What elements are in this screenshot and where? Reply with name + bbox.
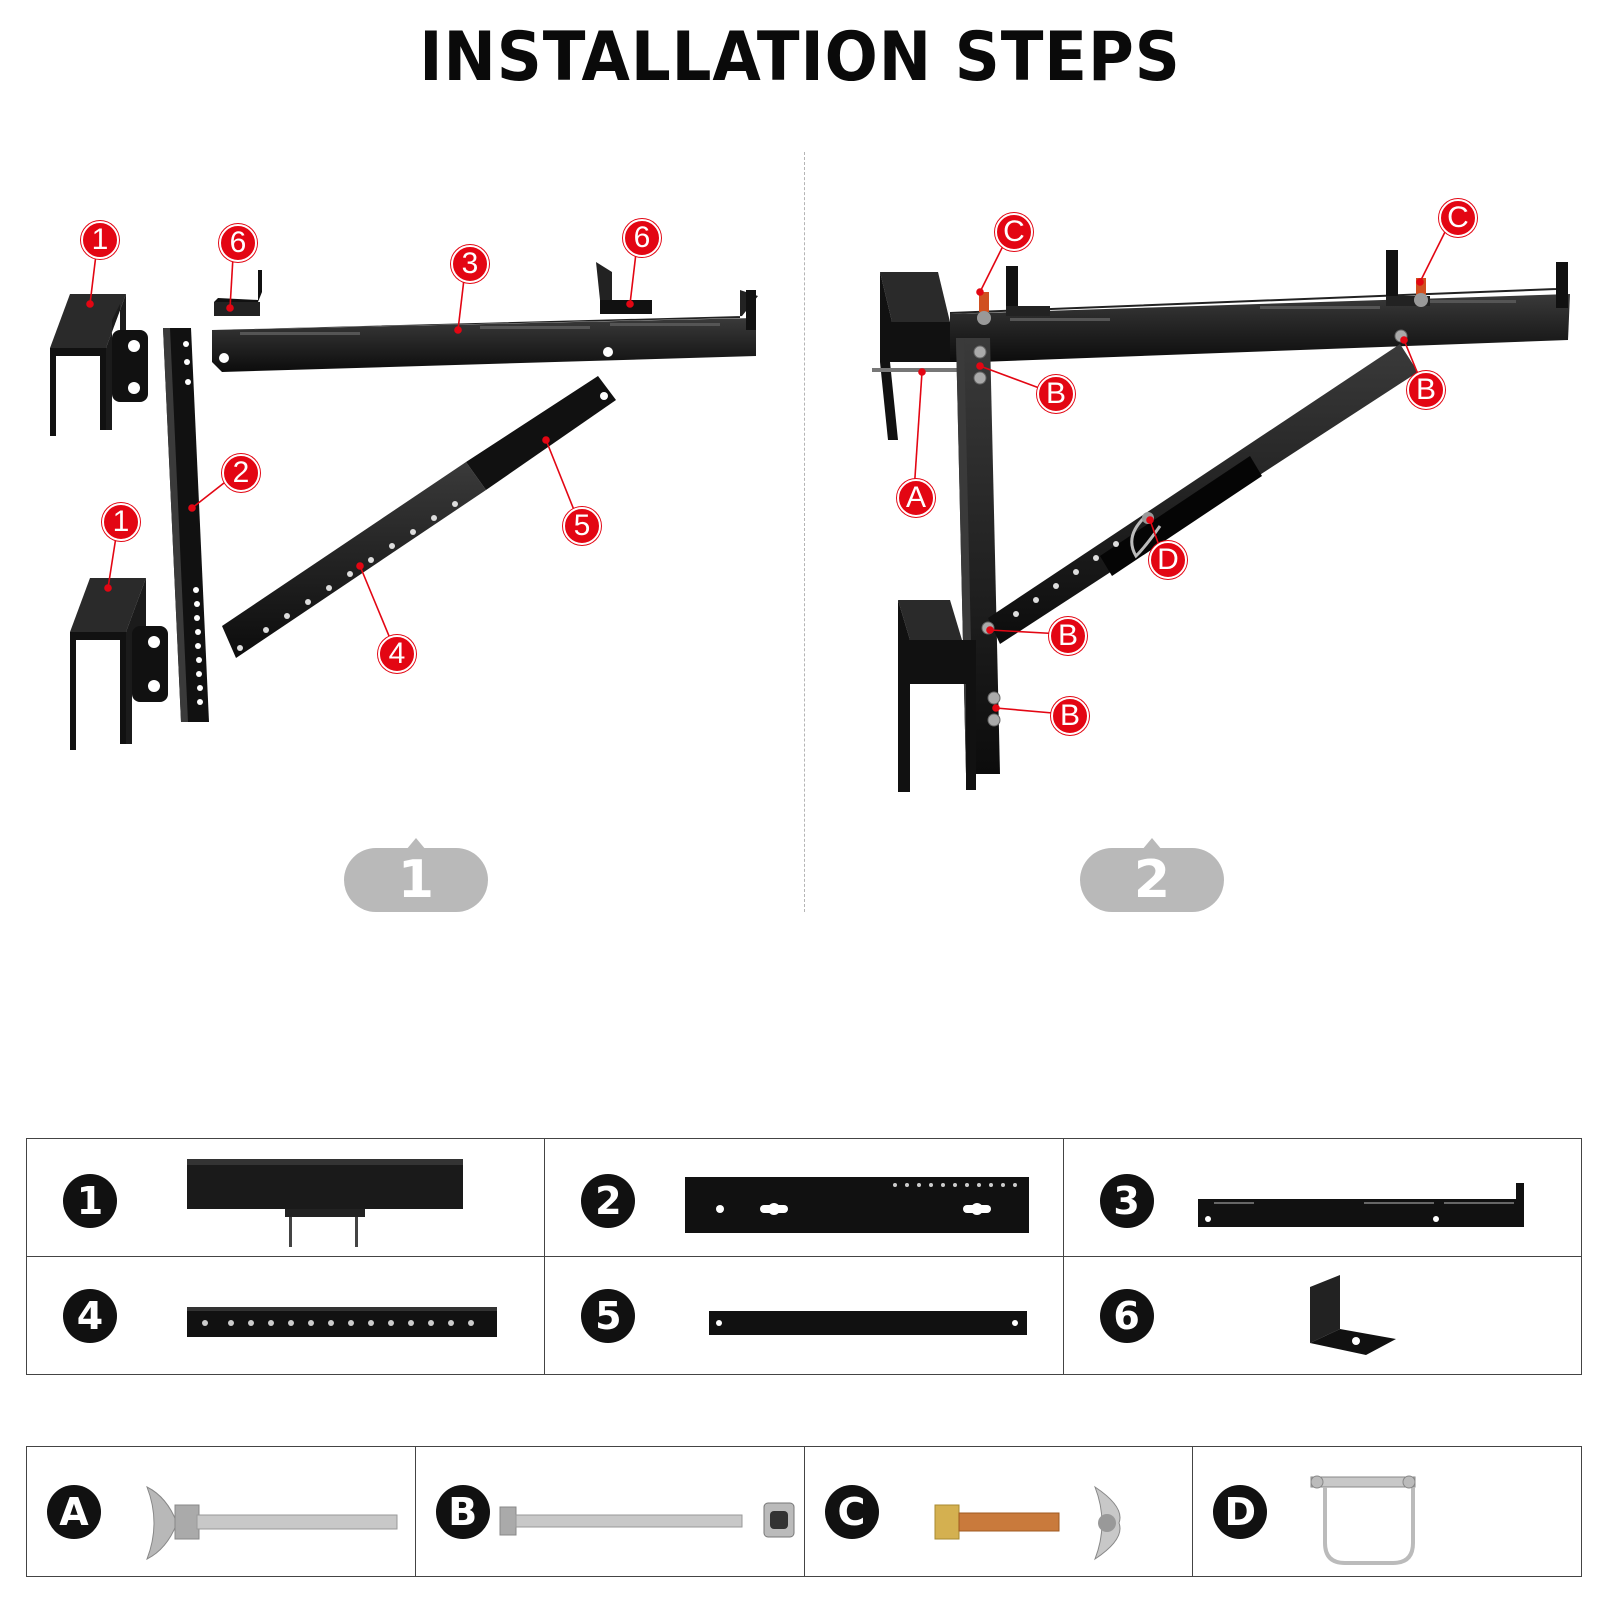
callout-part-1: 1: [81, 221, 119, 259]
hardware-cell-b: B: [414, 1446, 805, 1577]
lynch-pin-icon: [1310, 1475, 1416, 1565]
step1-parts: [50, 262, 758, 750]
callout-part-3: 3: [451, 245, 489, 283]
part-number: 1: [63, 1174, 117, 1228]
bolt-wingnut-icon: [934, 1485, 1120, 1561]
callout-hardware-d: D: [1149, 541, 1187, 579]
vertical-arm-part-icon: [685, 1177, 1030, 1233]
part-number: 5: [581, 1289, 636, 1343]
callout-hardware-b: B: [1049, 617, 1087, 655]
part-cell-1: 1: [25, 1138, 546, 1257]
bolt-nut-icon: [499, 1502, 795, 1538]
part-cell-5: 5: [544, 1256, 1064, 1375]
hardware-cell-a: A: [26, 1446, 416, 1577]
callout-hardware-a: A: [897, 479, 935, 517]
callout-part-4: 4: [378, 635, 416, 673]
hardware-letter: C: [824, 1485, 879, 1539]
callout-hardware-b: B: [1407, 371, 1445, 409]
hardware-cell-c: C: [803, 1446, 1194, 1577]
top-arm-part-icon: [1197, 1183, 1524, 1227]
page-title: INSTALLATION STEPS: [419, 18, 1181, 97]
callout-part-1: 1: [102, 503, 140, 541]
part-number: 4: [63, 1289, 117, 1343]
wall-bracket-part-icon: [187, 1159, 463, 1247]
callout-part-6: 6: [623, 219, 661, 257]
hardware-letter: A: [47, 1485, 101, 1539]
hardware-letter: B: [435, 1485, 490, 1539]
part-cell-6: 6: [1062, 1256, 1583, 1375]
callout-hardware-c: C: [995, 213, 1033, 251]
part-number: 6: [1099, 1289, 1154, 1343]
step-divider: [804, 152, 805, 912]
part-number: 2: [581, 1174, 636, 1228]
inner-tube-part-icon: [709, 1311, 1028, 1335]
parts-table: 1 2 3: [25, 1138, 1583, 1375]
part-cell-4: 4: [25, 1256, 546, 1375]
hardware-table: A B C D: [26, 1446, 1582, 1577]
part-cell-2: 2: [544, 1138, 1064, 1257]
hardware-cell-d: D: [1192, 1446, 1582, 1577]
callout-part-5: 5: [563, 507, 601, 545]
callout-hardware-b: B: [1051, 697, 1089, 735]
hardware-letter: D: [1213, 1485, 1268, 1539]
callout-part-6: 6: [219, 224, 257, 262]
step-2-badge: 2: [1080, 838, 1224, 912]
part-number: 3: [1099, 1174, 1154, 1228]
step-1-badge: 1: [344, 838, 488, 912]
callout-hardware-b: B: [1037, 375, 1075, 413]
part-cell-3: 3: [1062, 1138, 1583, 1257]
l-stop-part-icon: [1309, 1275, 1396, 1355]
outer-tube-part-icon: [187, 1307, 497, 1337]
assembly-diagrams: [50, 217, 1570, 792]
step2-assembly: [872, 250, 1570, 792]
callout-hardware-c: C: [1439, 199, 1477, 237]
wing-bolt-icon: [146, 1485, 398, 1561]
callout-part-2: 2: [222, 454, 260, 492]
